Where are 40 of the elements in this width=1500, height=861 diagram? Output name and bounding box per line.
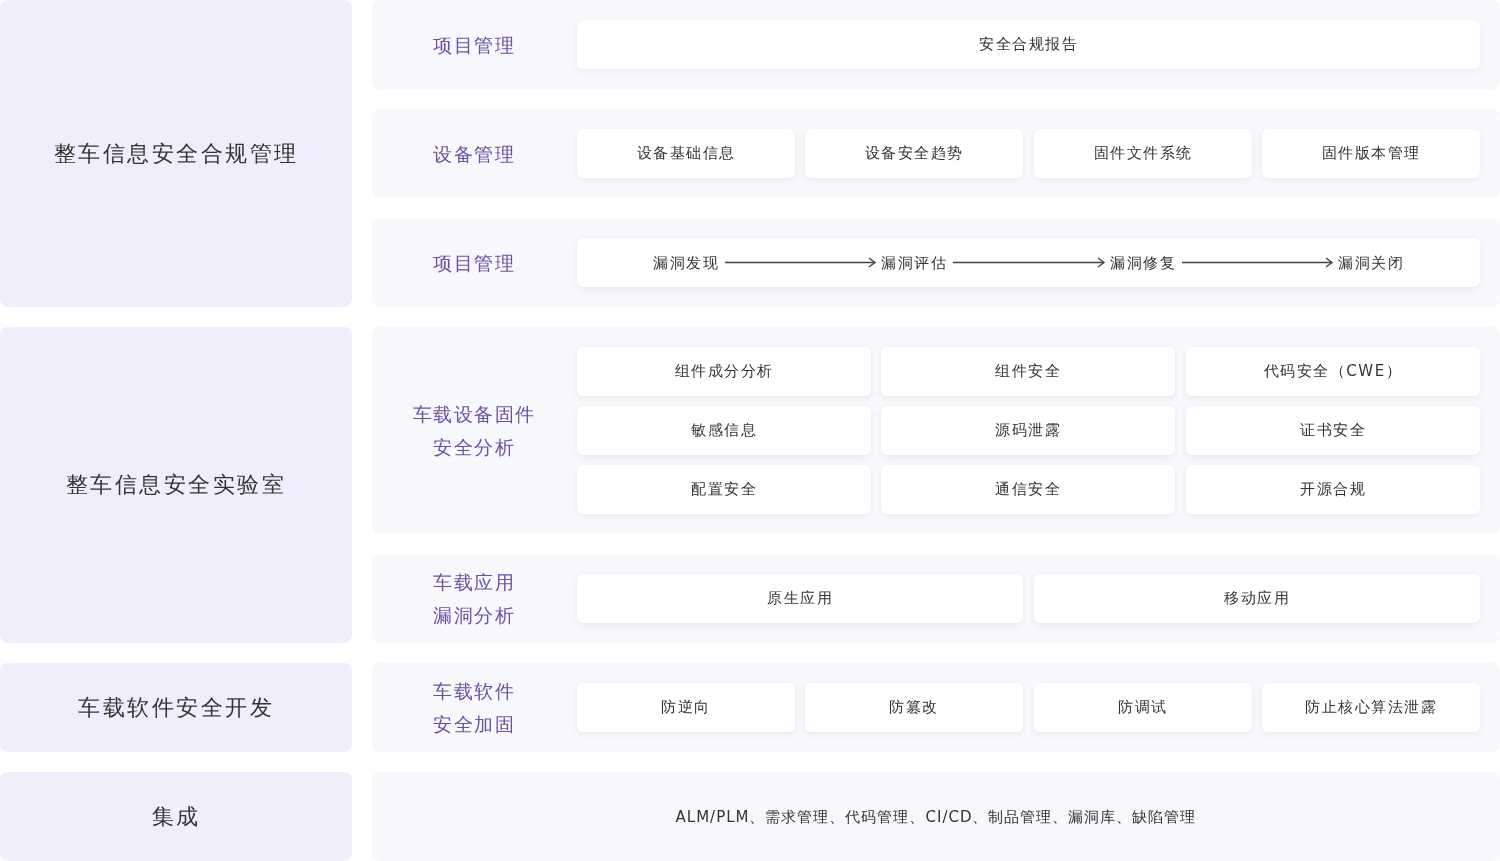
arrow bbox=[952, 257, 1105, 268]
feature-card: 固件文件系统 bbox=[1034, 129, 1252, 178]
feature-card: 固件版本管理 bbox=[1262, 129, 1480, 178]
feature-card: 防调试 bbox=[1034, 683, 1252, 732]
arrow bbox=[1181, 257, 1333, 268]
feature-card: 证书安全 bbox=[1186, 406, 1480, 455]
category-title: 整车信息安全合规管理 bbox=[53, 139, 299, 168]
process-strip bbox=[577, 238, 1480, 287]
step-label: 漏洞评估 bbox=[881, 253, 947, 272]
layer-label: 项目管理 bbox=[433, 250, 515, 275]
layer-label: 项目管理 bbox=[433, 32, 515, 57]
step-label: 漏洞修复 bbox=[1110, 253, 1176, 272]
category-title: 集成 bbox=[151, 802, 201, 831]
layer-label: 车载应用漏洞分析 bbox=[432, 569, 516, 628]
feature-card: 安全合规报告 bbox=[577, 20, 1480, 69]
step-label: 漏洞关闭 bbox=[1338, 253, 1404, 272]
category-title: 车载软件安全开发 bbox=[78, 693, 274, 722]
feature-card: 移动应用 bbox=[1034, 574, 1480, 623]
feature-card: 防篡改 bbox=[805, 683, 1023, 732]
feature-card: 组件安全 bbox=[881, 347, 1175, 396]
feature-card: 源码泄露 bbox=[881, 406, 1175, 455]
feature-card: 敏感信息 bbox=[577, 406, 871, 455]
feature-card: 原生应用 bbox=[577, 574, 1023, 623]
layer-label: 设备管理 bbox=[433, 141, 515, 166]
step-label: 漏洞发现 bbox=[653, 253, 719, 272]
arrow bbox=[724, 257, 876, 268]
feature-card: 防逆向 bbox=[577, 683, 795, 732]
layer-label: 车载软件安全加固 bbox=[432, 678, 516, 737]
feature-card: 代码安全（CWE） bbox=[1186, 347, 1480, 396]
layer-band bbox=[372, 218, 1500, 307]
category-title: 整车信息安全实验室 bbox=[65, 471, 287, 499]
feature-card: 通信安全 bbox=[881, 465, 1175, 514]
tool-list: ALM/PLM、需求管理、代码管理、CI/CD、制品管理、漏洞库、缺陷管理 bbox=[675, 807, 1197, 826]
feature-card: 设备安全趋势 bbox=[805, 129, 1023, 178]
feature-card: 开源合规 bbox=[1186, 465, 1480, 514]
layer-label: 车载设备固件安全分析 bbox=[411, 401, 537, 460]
feature-card: 组件成分分析 bbox=[577, 347, 871, 396]
feature-card: 设备基础信息 bbox=[577, 129, 795, 178]
feature-card: 配置安全 bbox=[577, 465, 871, 514]
feature-card: 防止核心算法泄露 bbox=[1262, 683, 1480, 732]
